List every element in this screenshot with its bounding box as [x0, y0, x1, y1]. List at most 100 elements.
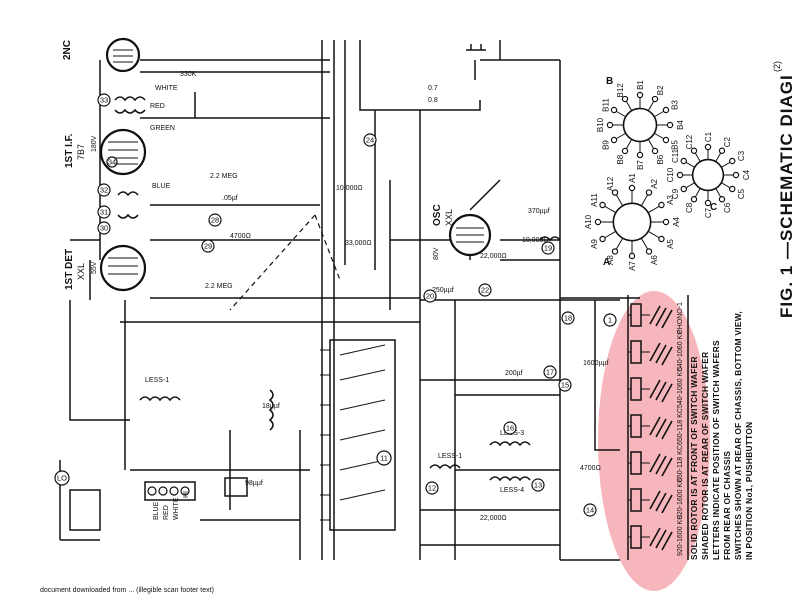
- svg-text:0.8: 0.8: [428, 97, 438, 104]
- if-transformer-mid: [117, 191, 139, 219]
- wafer-a-label: A: [603, 257, 610, 268]
- wafer-pin-label: B8: [616, 154, 625, 164]
- callout-31: 30: [97, 221, 111, 235]
- note-4: FROM REAR OF CHASSIS: [722, 451, 732, 560]
- wafer-pin: [718, 196, 726, 203]
- wafer-pin-label: A11: [590, 193, 599, 207]
- svg-text:34: 34: [108, 158, 116, 167]
- tube-osc: OSC XXL 80V: [432, 204, 492, 260]
- terminal-block: BLUE RED WHITE HI: [69, 477, 248, 531]
- svg-text:24: 24: [366, 136, 374, 145]
- wafer-pin-label: B12: [616, 83, 625, 98]
- callout-12: 11: [376, 450, 392, 466]
- wafer-pin-label: A5: [666, 239, 675, 249]
- wafer-pin: [729, 185, 736, 193]
- svg-text:17: 17: [546, 368, 554, 377]
- wafer-pin-label: C5: [737, 188, 746, 199]
- wafer-pin-label: C8: [685, 202, 694, 213]
- svg-text:XXL: XXL: [444, 209, 454, 226]
- wafer-pin: [658, 201, 665, 209]
- pushbutton-1: PHONO-1: [628, 302, 684, 334]
- wafer-c-label: C: [710, 202, 717, 213]
- wafer-pin-label: C10: [666, 167, 675, 182]
- wafer-pin-label: B4: [676, 120, 685, 130]
- svg-text:LO: LO: [57, 474, 67, 483]
- wafer-pin-label: C6: [723, 202, 732, 213]
- wafer-pin-label: A8: [606, 255, 615, 265]
- svg-text:4700Ω: 4700Ω: [580, 465, 601, 472]
- wafer-b-label: B: [606, 76, 613, 87]
- note-1: SOLID ROTOR IS AT FRONT OF SWITCH WAFER: [689, 356, 699, 560]
- wafer-pin: [594, 218, 602, 226]
- wafer-pin: [704, 199, 712, 207]
- svg-text:2NC: 2NC: [62, 40, 73, 60]
- if-transformer-top: [114, 96, 146, 114]
- wafer-pin-label: A10: [584, 214, 593, 229]
- svg-text:33: 33: [100, 96, 108, 105]
- wafer-pin: [611, 189, 619, 196]
- callout-17: 16: [503, 421, 517, 435]
- svg-text:20: 20: [426, 292, 434, 301]
- callout-32: 31: [97, 205, 111, 219]
- wafer-pin-label: B3: [671, 100, 680, 110]
- wafer-pin: [718, 147, 726, 154]
- svg-text:98µµf: 98µµf: [245, 480, 263, 487]
- svg-text:330K: 330K: [180, 71, 197, 78]
- svg-text:2.2 MEG: 2.2 MEG: [210, 173, 238, 180]
- wafer-pin: [611, 248, 619, 255]
- svg-text:22,000Ω: 22,000Ω: [480, 515, 507, 522]
- wafer-pin-label: A4: [672, 217, 681, 227]
- wafer-pin: [666, 121, 674, 129]
- pushbutton-label: 650-118 KC: [677, 408, 684, 445]
- pushbutton-label: 920-1600 KC: [677, 478, 684, 519]
- wafer-pin: [690, 196, 698, 203]
- pushbutton-3: 540-1060 KC: [628, 367, 684, 408]
- svg-text:22: 22: [481, 286, 489, 295]
- pushbutton-label: 540-1060 KC: [677, 330, 684, 371]
- note-2: SHADED ROTOR IS AT REAR OF SWITCH WAFER: [700, 352, 710, 560]
- pushbutton-6: 920-1600 KC: [628, 478, 684, 519]
- svg-text:370µµf: 370µµf: [528, 208, 550, 215]
- wafer-pin-label: B6: [656, 154, 665, 164]
- wafer-pin-label: A12: [606, 176, 615, 191]
- callout-30: 29: [201, 239, 215, 253]
- svg-text:14: 14: [586, 506, 594, 515]
- wafer-pin: [680, 185, 687, 193]
- svg-text:33,000Ω: 33,000Ω: [345, 240, 372, 247]
- wafer-pin-label: C12: [685, 134, 694, 149]
- wafer-pin-label: B11: [601, 98, 610, 112]
- pushbutton-label: 650-118 KC: [677, 445, 684, 482]
- svg-text:31: 31: [100, 208, 108, 217]
- wafer-pin: [732, 171, 740, 179]
- callout-28: 24: [363, 133, 377, 147]
- footer-text: document downloaded from ... (illegible …: [40, 587, 214, 594]
- svg-text:BLUE: BLUE: [152, 183, 171, 190]
- wafer-pin: [704, 143, 712, 151]
- band-coils: [139, 389, 531, 482]
- wafer-pin-label: C3: [737, 150, 746, 161]
- highlight-ellipse: [598, 291, 710, 591]
- component-labels: 2.2 MEG 330K RED WHITE GREEN BLUE 4700Ω …: [145, 71, 609, 522]
- callout-18: 17: [543, 365, 557, 379]
- svg-text:WHITE: WHITE: [173, 497, 180, 520]
- svg-text:LESS-1: LESS-1: [145, 377, 169, 384]
- svg-text:32: 32: [100, 186, 108, 195]
- svg-text:GREEN: GREEN: [150, 125, 175, 132]
- wafer-pin-label: A1: [628, 173, 637, 183]
- wafer-pin: [636, 91, 644, 99]
- wafer-pin: [662, 106, 670, 114]
- wafer-pin: [628, 252, 636, 260]
- callout-13: 12: [425, 481, 439, 495]
- wafer-pin-label: A3: [666, 195, 675, 205]
- wafer-pin: [690, 147, 698, 154]
- svg-text:55V: 55V: [91, 261, 98, 274]
- wafer-pin: [610, 106, 618, 114]
- svg-text:WHITE: WHITE: [155, 85, 178, 92]
- callout-33: 32: [97, 183, 111, 197]
- wafer-pin-label: C4: [742, 169, 751, 180]
- callout-15: 14: [583, 503, 597, 517]
- svg-text:LESS-4: LESS-4: [500, 487, 524, 494]
- callouts: 33 32 31 30 29 28 24 22 20 19 18 17 16 1…: [54, 93, 617, 517]
- figure-title: FIG. 1 —SCHEMATIC DIAGI: [777, 74, 796, 318]
- wafer-pin-label: A9: [590, 239, 599, 249]
